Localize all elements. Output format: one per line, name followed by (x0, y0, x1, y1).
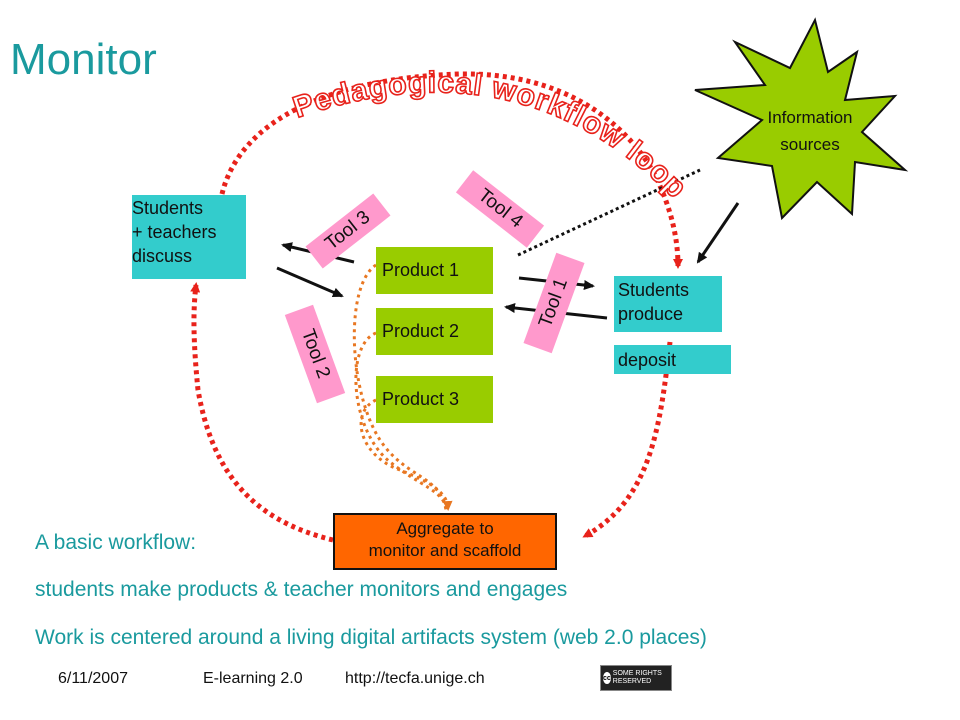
tool2-arrow (276, 266, 344, 298)
loop-left-arc (190, 282, 334, 543)
product1-link (352, 263, 448, 511)
product2-link (354, 331, 449, 511)
cc-badge-text: SOME RIGHTS RESERVED (612, 670, 662, 685)
page-title: Monitor (10, 35, 157, 84)
info-to-students-arrow (696, 202, 740, 264)
aggregate-line-1: Aggregate to (396, 519, 494, 538)
product-3-box: Product 3 (376, 376, 493, 423)
students-teachers-box: Students + teachers discuss (132, 195, 246, 279)
loop-right-arc (582, 341, 673, 539)
text-line-2: students make products & teacher monitor… (35, 578, 568, 601)
product-3-label: Product 3 (382, 389, 460, 409)
students-teachers-line-1: Students (132, 198, 204, 218)
footer-date: 6/11/2007 (58, 670, 128, 687)
product-1-label: Product 1 (382, 260, 460, 280)
students-teachers-line-2: + teachers (132, 222, 217, 242)
text-line-1: A basic workflow: (35, 531, 197, 554)
students-produce-box: Students produce (614, 276, 722, 332)
cc-icon: cc (603, 672, 611, 684)
product3-link (359, 398, 453, 511)
footer-url[interactable]: http://tecfa.unige.ch (345, 670, 485, 688)
text-line-3: Work is centered around a living digital… (35, 626, 707, 649)
info-sources-label: Information sources (730, 104, 890, 158)
students-teachers-line-3: discuss (132, 246, 193, 266)
footer-url-text[interactable]: http://tecfa.unige.ch (345, 670, 485, 687)
aggregate-box: Aggregate to monitor and scaffold (333, 513, 557, 570)
cc-badge[interactable]: cc SOME RIGHTS RESERVED (600, 665, 672, 691)
info-sources-text: Information sources (767, 108, 853, 154)
deposit-box: deposit (614, 345, 731, 374)
students-produce-line-2: produce (618, 304, 684, 324)
product-2-box: Product 2 (376, 308, 493, 355)
students-produce-line-1: Students (618, 280, 690, 300)
footer-course: E-learning 2.0 (203, 670, 303, 687)
deposit-label: deposit (618, 350, 677, 370)
product-1-box: Product 1 (376, 247, 493, 294)
aggregate-line-2: monitor and scaffold (368, 541, 522, 560)
information-sources-star (694, 17, 909, 221)
product-2-label: Product 2 (382, 321, 460, 341)
loop-top-arc (219, 71, 683, 269)
